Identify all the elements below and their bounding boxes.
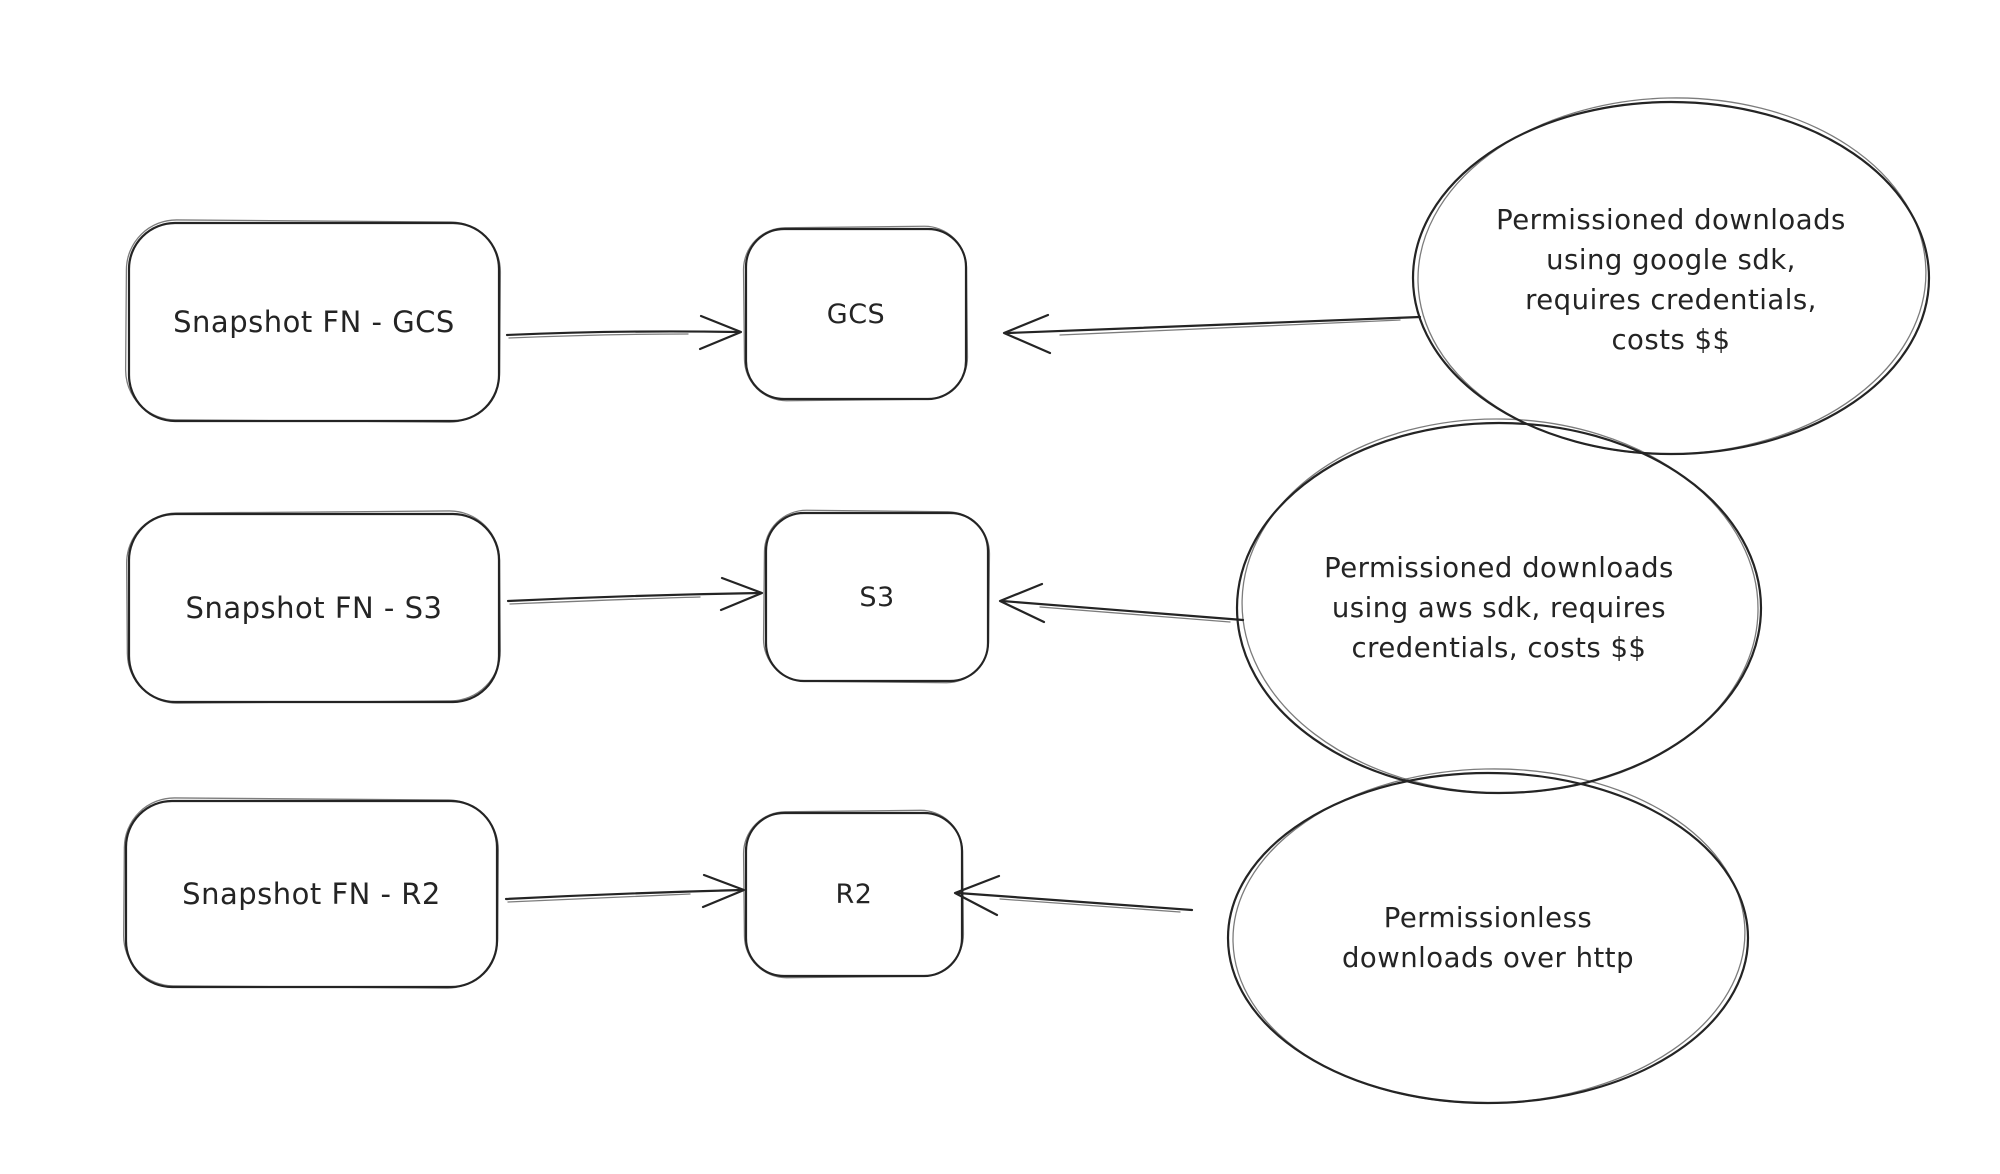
note-text-gcs: Permissioned downloads using google sdk,… [1496, 203, 1846, 357]
note-text-s3: Permissioned downloads using aws sdk, re… [1324, 551, 1674, 665]
node-s3-shape [762, 509, 991, 684]
arrow-note-to-gcs [1002, 313, 1422, 355]
node-label-snapshot-fn-s3: Snapshot FN - S3 [185, 591, 443, 625]
arrow-snapshot-gcs-to-gcs [505, 314, 743, 351]
note-s3-ellipse [1235, 418, 1763, 795]
node-label-r2: R2 [835, 879, 873, 910]
arrow-snapshot-r2-to-r2 [504, 873, 746, 909]
node-label-s3: S3 [859, 581, 895, 613]
node-snapshot-fn-r2-shape [123, 797, 499, 989]
note-text-r2: Permissionless downloads over http [1341, 901, 1635, 974]
arrow-note-to-r2 [953, 874, 1194, 917]
note-gcs-ellipse [1411, 97, 1931, 456]
node-snapshot-fn-gcs-shape [124, 219, 502, 423]
node-label-gcs: GCS [826, 298, 886, 330]
node-snapshot-fn-s3-shape [125, 510, 501, 704]
arrow-note-to-s3 [998, 582, 1245, 624]
node-gcs-shape [742, 225, 969, 402]
note-r2-ellipse [1226, 768, 1750, 1105]
arrow-snapshot-s3-to-s3 [506, 576, 764, 612]
node-label-snapshot-fn-r2: Snapshot FN - R2 [182, 877, 441, 911]
node-label-snapshot-fn-gcs: Snapshot FN - GCS [173, 305, 455, 339]
